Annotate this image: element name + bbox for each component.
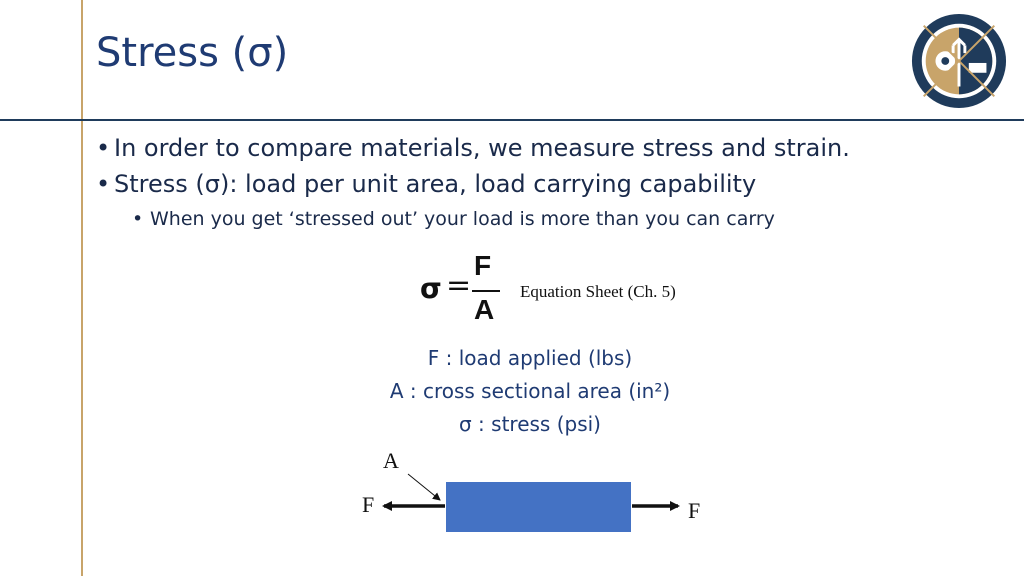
equation-equals: = (446, 268, 472, 303)
stress-equation: σ = F A Equation Sheet (Ch. 5) (416, 250, 716, 330)
naval-academy-logo (911, 13, 1007, 109)
equation-numerator: F (474, 250, 492, 281)
area-pointer-arrow (407, 473, 441, 501)
bullet-item: •In order to compare materials, we measu… (96, 130, 996, 166)
equation-denominator: A (474, 294, 495, 325)
bullet-dot-icon: • (96, 170, 111, 198)
specimen-bar (446, 482, 631, 532)
stress-diagram: A F F (350, 448, 720, 538)
bullet-text: Stress (σ): load per unit area, load car… (114, 170, 757, 198)
diagram-graphic (382, 473, 680, 532)
slide-title: Stress (σ) (96, 30, 289, 76)
definition-stress: σ : stress (psi) (459, 412, 601, 436)
area-label: A (383, 448, 399, 473)
left-force-label: F (362, 492, 375, 517)
bullet-dot-icon: • (96, 134, 111, 162)
definition-area: A : cross sectional area (in²) (389, 379, 671, 403)
sub-bullet-item: • When you get ‘stressed out’ your load i… (96, 202, 996, 236)
variable-definitions: F : load applied (lbs) A : cross section… (330, 342, 730, 441)
sub-bullet-text: When you get ‘stressed out’ your load is… (150, 208, 775, 230)
vertical-accent-line (81, 0, 83, 576)
title-divider (0, 119, 1024, 121)
bullet-text: In order to compare materials, we measur… (114, 134, 850, 162)
bullet-list: •In order to compare materials, we measu… (96, 130, 996, 236)
right-force-label: F (688, 498, 701, 523)
fraction-bar (472, 290, 500, 292)
equation-sheet-note: Equation Sheet (Ch. 5) (520, 282, 676, 301)
definition-force: F : load applied (lbs) (427, 346, 633, 370)
bullet-dot-icon: • (132, 208, 144, 230)
bullet-item: •Stress (σ): load per unit area, load ca… (96, 166, 996, 202)
equation-sigma: σ (420, 272, 442, 305)
